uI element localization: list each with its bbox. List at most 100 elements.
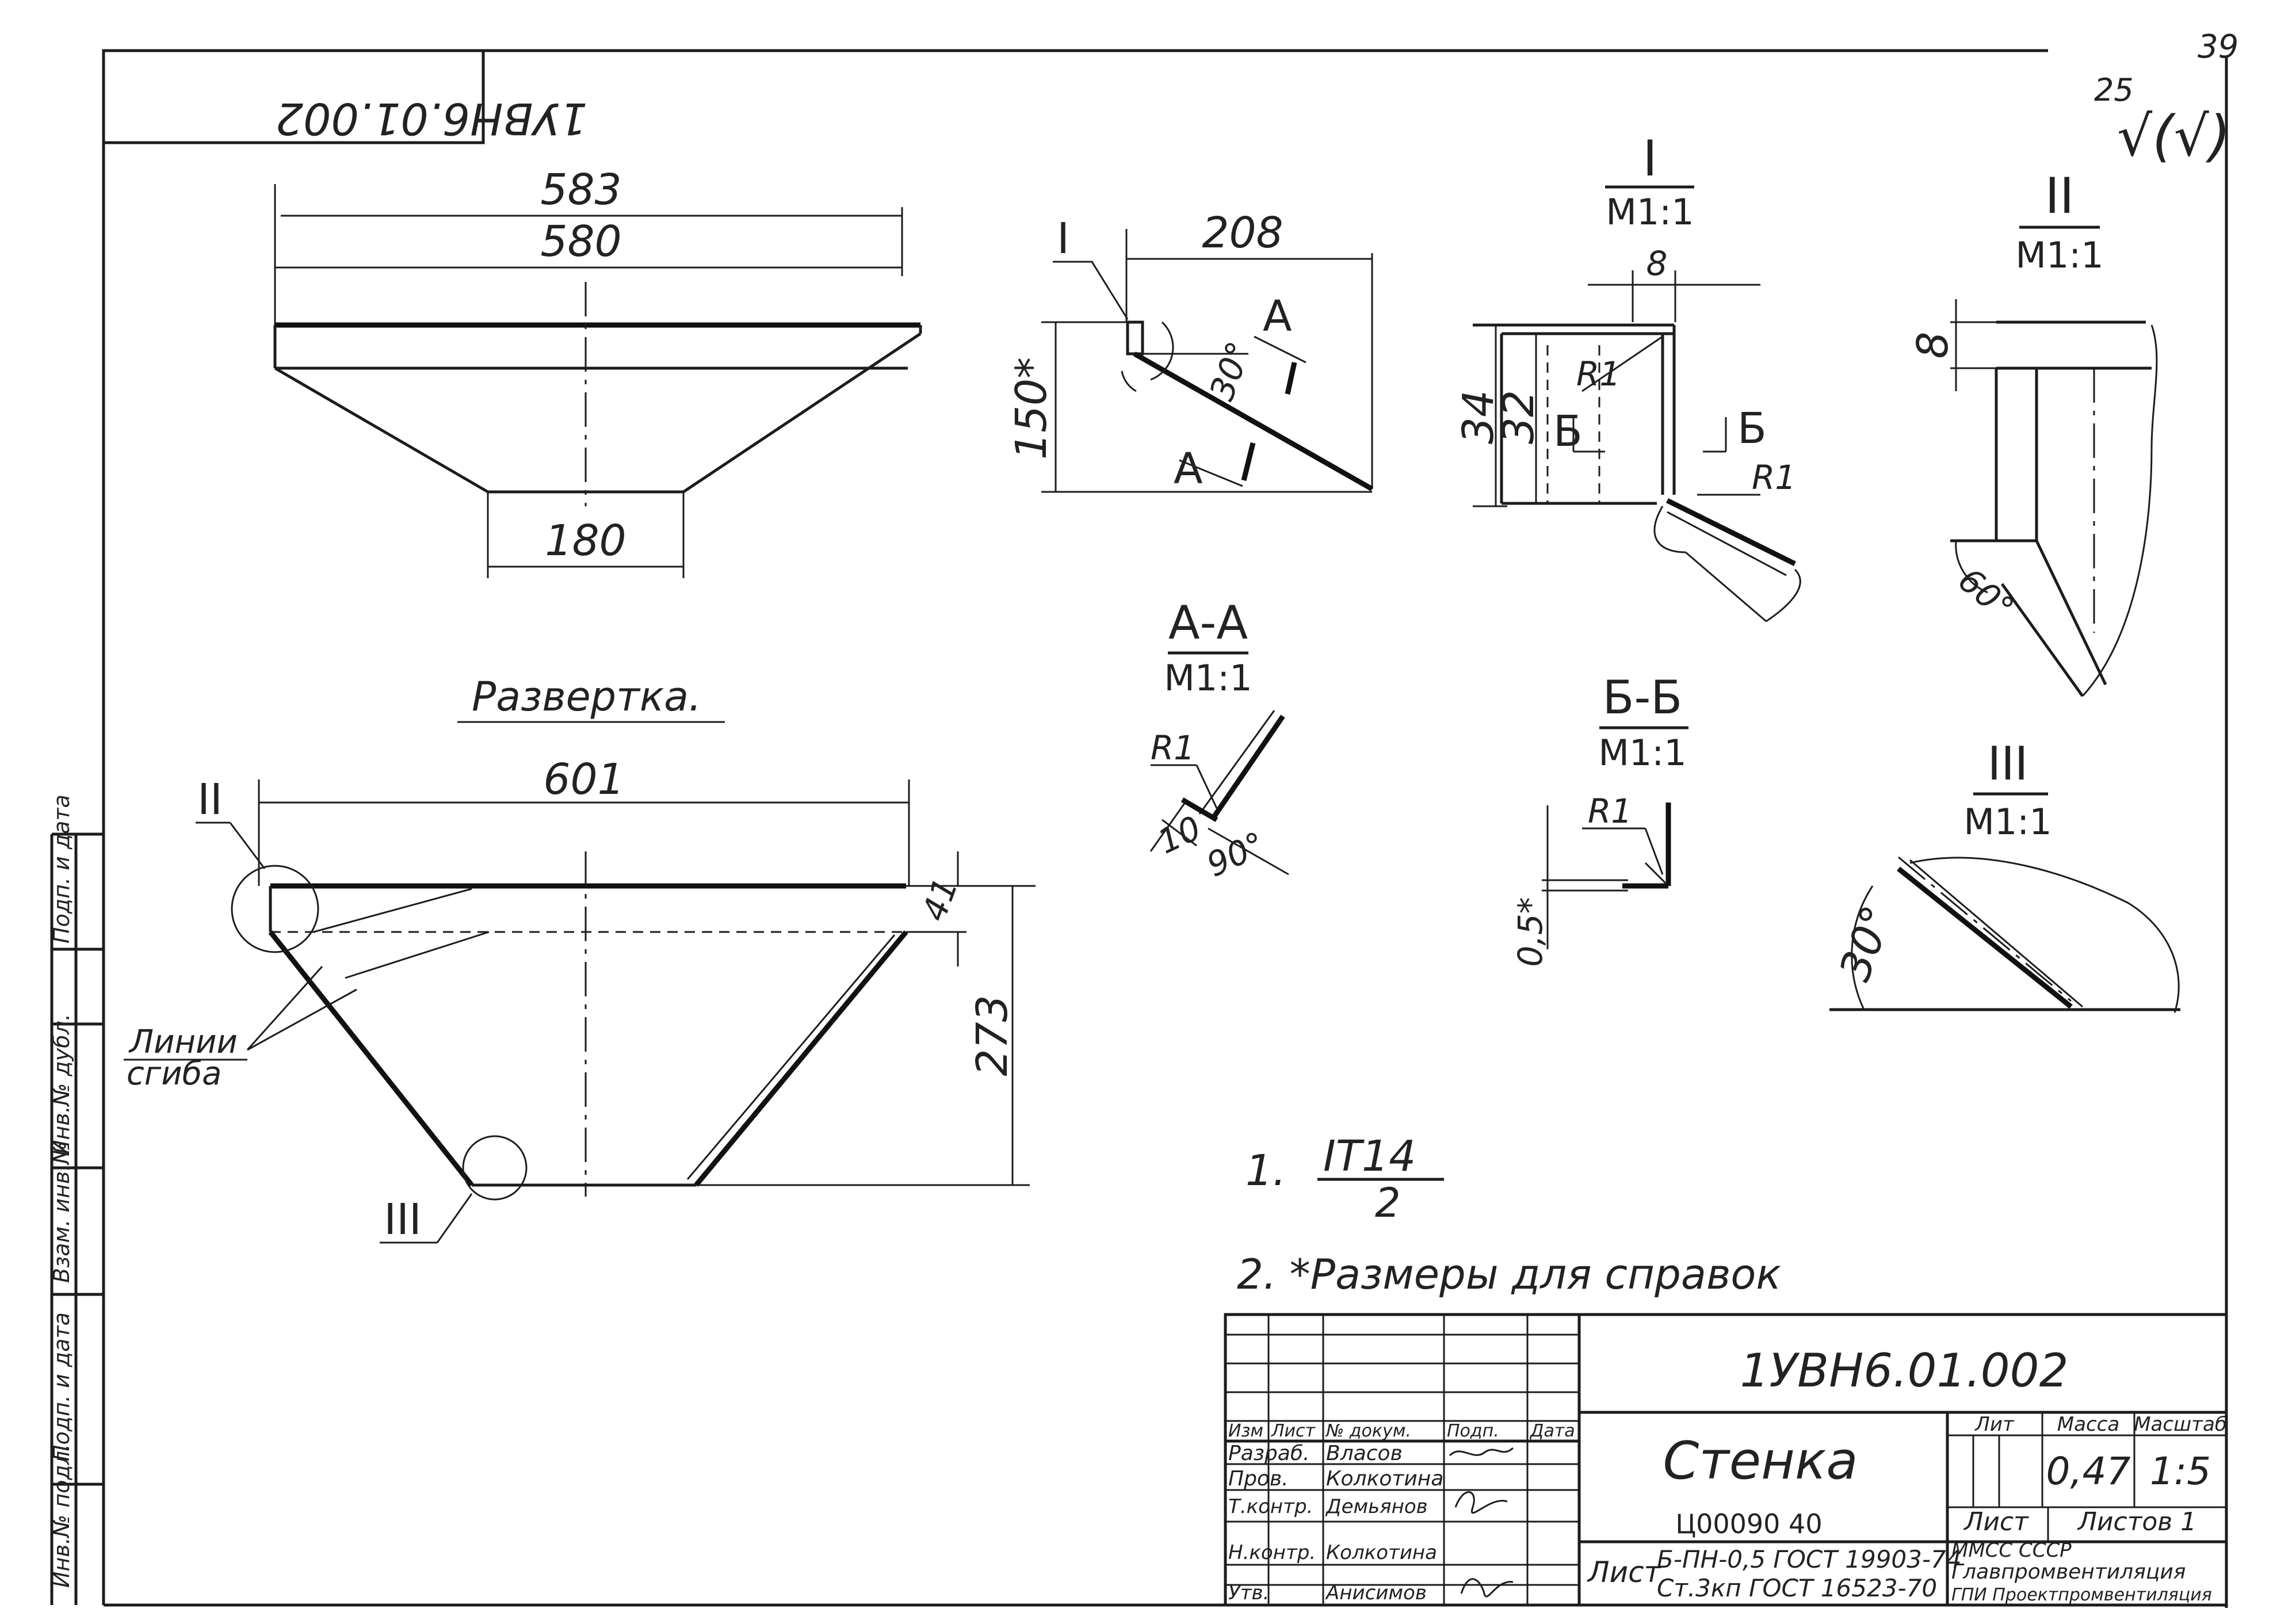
detail-1: I М1:1 8 34 32 R1 R1 Б [1454,130,1801,622]
tb-sheet-label: Лист [1963,1507,2029,1537]
tb-part-name: Стенка [1663,1431,1858,1491]
tb-name-4: Колкотина [1326,1541,1437,1564]
tb-material-1: Б-ПН-0,5 ГОСТ 19903-74 [1657,1545,1961,1573]
tb-doc-code: 1УВН6.01.002 [1740,1344,2069,1397]
section-a-bottom: А [1174,444,1203,494]
side-view: 208 150* 30° I А А [1007,208,1374,494]
tb-name-1: Власов [1326,1442,1403,1465]
dev-callout-3: III [384,1195,421,1244]
note-1-prefix: 1. [1246,1146,1286,1195]
tb-role-5: Утв. [1228,1581,1269,1604]
mirrored-code: 1УВН6.01.002 [276,93,587,144]
dev-dim-273: 273 [968,995,1017,1076]
fold-label-2: сгиба [127,1055,221,1092]
dev-dim-601: 601 [543,755,624,804]
callout-I: I [1057,214,1069,263]
detail-1-section-b-left: Б [1553,407,1583,456]
section-aa-radius: R1 [1151,728,1195,767]
tb-h-ndoc: № докум. [1325,1421,1411,1441]
detail-1-r-top: R1 [1576,354,1621,393]
side-angle-30: 30° [1202,337,1259,406]
tb-h-podp: Подп. [1447,1421,1499,1441]
dim-580: 580 [540,217,621,266]
detail-1-dim-32: 32 [1494,390,1544,444]
detail-2: II М1:1 8 60° [1908,167,2158,697]
detail-1-r-bottom: R1 [1752,458,1796,497]
signature-3 [1460,1578,1514,1598]
section-bb-h: 0,5* [1511,897,1550,966]
roughness-symbol: √(√) [2117,104,2230,169]
tb-material-2: Ст.3кп ГОСТ 16523-70 [1657,1574,1937,1602]
dim-150: 150* [1007,357,1056,460]
dev-callout-2: II [197,775,223,824]
tb-h-lit: Лит [1974,1413,2015,1436]
tb-role-2: Пров. [1228,1467,1289,1491]
tb-name-2: Колкотина [1326,1467,1443,1491]
detail-2-angle-60: 60° [1951,560,2021,628]
tb-h-masshtab: Масштаб [2134,1413,2227,1436]
tb-role-3: Т.контр. [1228,1495,1313,1518]
detail-1-dim-8: 8 [1646,244,1668,283]
detail-2-dim-8: 8 [1908,331,1958,358]
fold-label-1: Линии [128,1023,238,1061]
detail-3-scale: М1:1 [1963,801,2051,843]
detail-2-title: II [2045,167,2075,225]
main-view: 583 580 180 [273,165,922,578]
section-aa-title: А-А [1168,596,1248,649]
signature-2 [1454,1491,1508,1514]
dim-583: 583 [540,165,621,215]
signature-1 [1449,1447,1514,1457]
section-aa-len: 10 [1152,808,1207,862]
notes: 1. IT14 2 2. *Размеры для справок [1237,1132,1781,1298]
section-a-top: А [1263,292,1292,341]
note-2: 2. *Размеры для справок [1237,1250,1781,1298]
side-strip: Инв.№ подл. Подп. и дата Взам. инв.№ Инв… [49,794,104,1605]
tb-h-izm: Изм [1228,1421,1263,1441]
tb-org-3: ГПИ Проектпромвентиляция [1951,1585,2212,1605]
section-bb: Б-Б М1:1 R1 0,5* [1511,671,1688,967]
section-bb-title: Б-Б [1603,671,1683,724]
detail-3-angle-30: 30° [1830,899,1902,987]
dim-208: 208 [1202,208,1283,258]
tb-sheets-label: Листов 1 [2077,1507,2196,1537]
side-strip-2: Подп. и дата [49,1312,74,1461]
side-strip-5: Подп. и дата [49,794,74,943]
tb-h-data: Дата [1529,1421,1575,1441]
tb-role-1: Разраб. [1228,1442,1309,1465]
detail-1-title: I [1642,130,1657,188]
development-title: Развертка. [472,673,701,720]
tb-name-5: Анисимов [1325,1581,1427,1604]
tb-org-2: Главпромвентиляция [1951,1560,2186,1584]
section-bb-scale: М1:1 [1598,732,1686,774]
note-1-den: 2 [1375,1179,1401,1227]
detail-1-dim-34: 34 [1454,390,1503,444]
surface-roughness-mark: 25 √(√) [2094,72,2230,169]
detail-1-scale: М1:1 [1606,191,1694,233]
side-strip-3: Взам. инв.№ [49,1141,74,1283]
mirrored-code-box: 1УВН6.01.002 [102,49,587,144]
detail-2-scale: М1:1 [2015,234,2103,276]
side-strip-1: Инв.№ подл. [49,1444,74,1588]
note-1-num: IT14 [1323,1132,1416,1181]
section-aa-scale: М1:1 [1164,657,1252,699]
title-block: 1УВН6.01.002 Стенка Ц00090 40 Лит Масса … [1224,1313,2228,1607]
detail-3-title: III [1988,737,2028,790]
section-aa-angle: 90° [1201,824,1271,885]
tb-org-1: ММСС СССР [1951,1539,2072,1562]
tb-scale: 1:5 [2150,1449,2211,1493]
tb-role-4: Н.контр. [1228,1541,1316,1564]
roughness-value: 25 [2094,72,2134,108]
tb-h-massa: Масса [2057,1413,2119,1436]
detail-1-section-b-right: Б [1737,404,1767,453]
tb-name-3: Демьянов [1325,1495,1428,1518]
page-number: 39 [2198,28,2238,66]
side-strip-4: Инв.№ дубл. [49,1014,74,1156]
tb-material-prefix: Лист [1587,1556,1662,1589]
tb-h-list: Лист [1271,1421,1316,1441]
detail-3: III М1:1 30° [1829,737,2180,1013]
tb-mass: 0,47 [2046,1449,2131,1493]
tb-stamp-code: Ц00090 40 [1675,1508,1822,1539]
dim-180: 180 [545,516,626,566]
section-aa: А-А М1:1 R1 10 90° [1149,596,1289,885]
